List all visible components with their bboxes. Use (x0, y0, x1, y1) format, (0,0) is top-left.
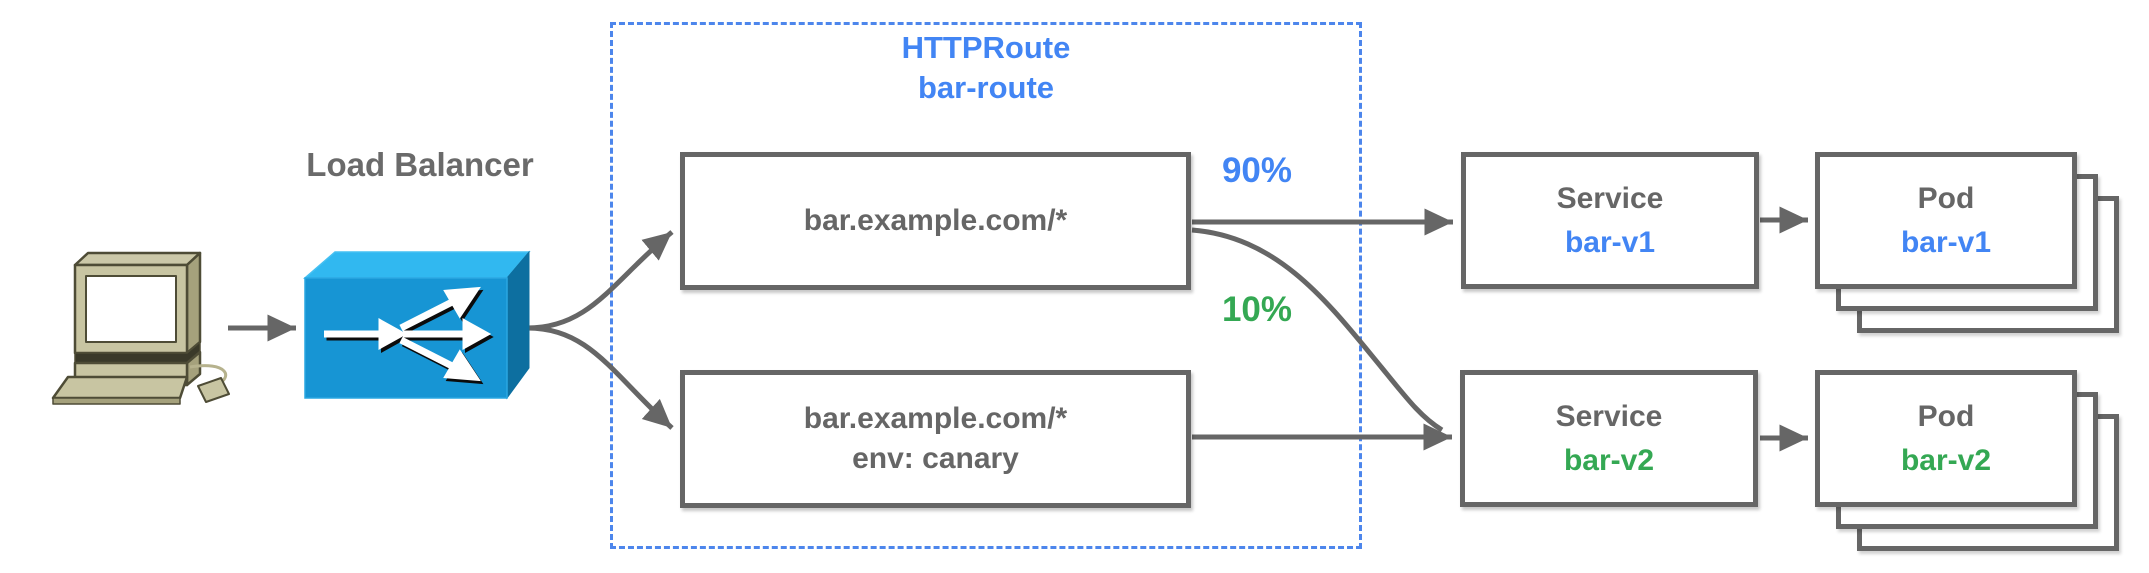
httproute-title: HTTPRoute bar-route (610, 28, 1362, 108)
desktop-computer-icon (51, 251, 230, 405)
service-v2-name-label: bar-v2 (1563, 443, 1655, 477)
route-match-canary: bar.example.com/* env: canary (680, 370, 1191, 508)
httproute-kind-label: HTTPRoute (901, 30, 1071, 65)
route-match-top: bar.example.com/* (680, 152, 1191, 290)
route-match-top-host: bar.example.com/* (803, 204, 1068, 237)
service-v1-kind-label: Service (1556, 181, 1664, 215)
httproute-name-label: bar-route (917, 70, 1055, 105)
pod-stack-bar-v2: Pod bar-v2 (1815, 370, 2120, 552)
load-balancer-box-icon (302, 250, 531, 400)
service-bar-v1: Service bar-v1 (1461, 152, 1759, 289)
pod-v2-kind-label: Pod (1917, 399, 1975, 433)
service-v1-name-label: bar-v1 (1564, 225, 1656, 259)
weight-10-label: 10% (1221, 290, 1293, 329)
service-v2-kind-label: Service (1555, 399, 1663, 433)
pod-stack-bar-v1: Pod bar-v1 (1815, 152, 2120, 334)
route-match-canary-host: bar.example.com/* (803, 402, 1068, 435)
pod-v1-kind-label: Pod (1917, 181, 1975, 215)
pod-bar-v2: Pod bar-v2 (1815, 370, 2077, 507)
pod-v1-name-label: bar-v1 (1900, 225, 1992, 259)
pod-bar-v1: Pod bar-v1 (1815, 152, 2077, 289)
route-match-canary-header: env: canary (852, 442, 1019, 475)
service-bar-v2: Service bar-v2 (1460, 370, 1758, 507)
load-balancer-label: Load Balancer (306, 146, 534, 183)
weight-90-label: 90% (1221, 151, 1293, 190)
pod-v2-name-label: bar-v2 (1900, 443, 1992, 477)
